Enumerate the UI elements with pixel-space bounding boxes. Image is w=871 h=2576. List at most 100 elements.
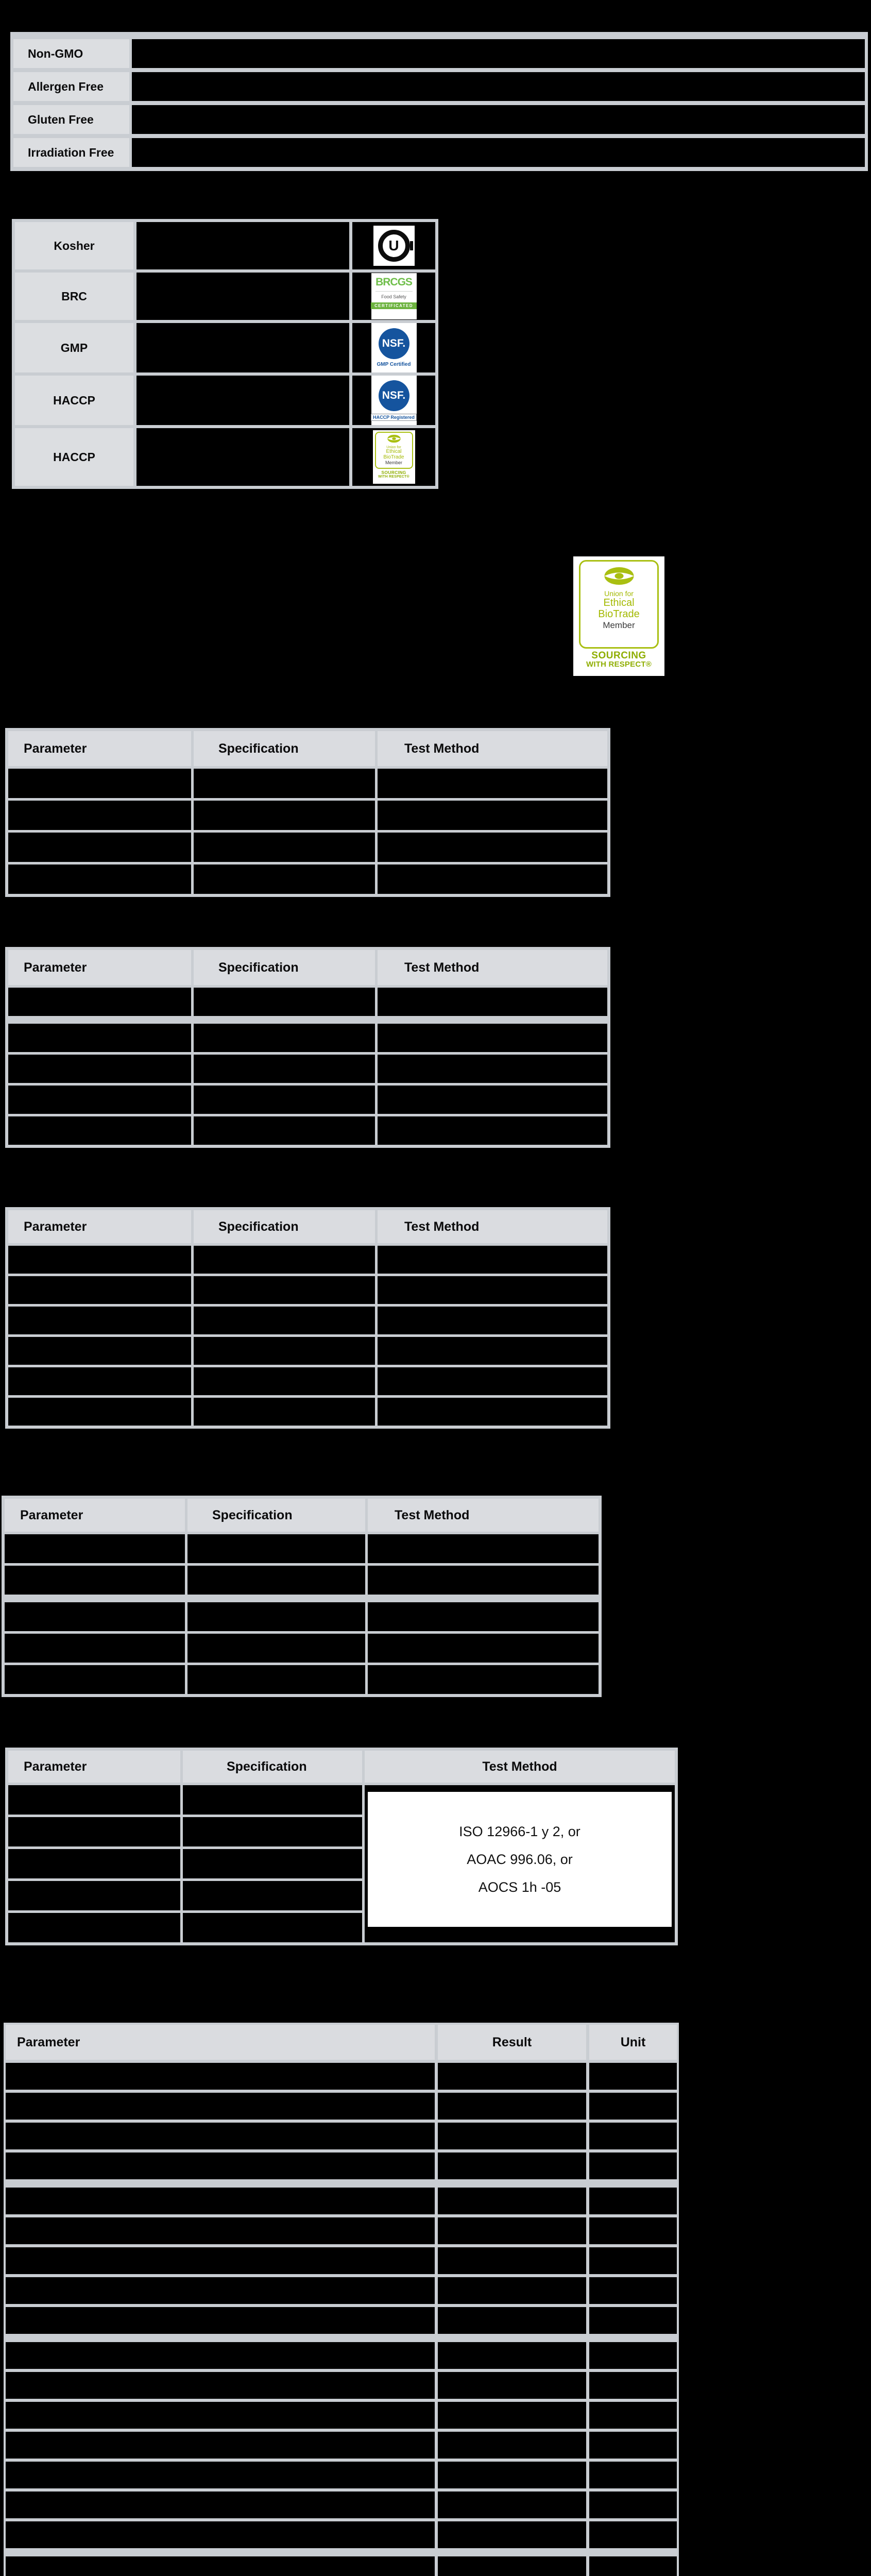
redacted-cell bbox=[8, 1881, 180, 1910]
column-header: Specification bbox=[183, 1751, 362, 1783]
redacted-row bbox=[8, 865, 607, 894]
redacted-row bbox=[6, 2462, 677, 2488]
row-label: GMP bbox=[15, 323, 133, 372]
redacted-row bbox=[6, 2307, 677, 2334]
nsf-haccp-logo-icon: NSF. HACCP Registered bbox=[371, 376, 417, 425]
table-row: Non-GMO bbox=[13, 39, 865, 68]
redacted-row bbox=[6, 2217, 677, 2244]
test-method-item: AOAC 996.06, or bbox=[467, 1851, 573, 1867]
column-header: Test Method bbox=[365, 1751, 675, 1783]
uebt-sourcing-text: SOURCING bbox=[591, 650, 646, 661]
redacted-row bbox=[6, 2153, 677, 2179]
row-label: Allergen Free bbox=[13, 72, 129, 101]
results-table-1: Parameter Result Unit bbox=[4, 2023, 679, 2576]
redacted-row bbox=[8, 1055, 607, 1083]
redacted-row bbox=[8, 1024, 607, 1052]
row-label: BRC bbox=[15, 273, 133, 320]
table-row: HACCP NSF. HACCP Registered bbox=[15, 376, 435, 425]
row-label: Irradiation Free bbox=[13, 138, 129, 167]
row-label: Non-GMO bbox=[13, 39, 129, 68]
column-header: Test Method bbox=[378, 731, 607, 766]
test-method-list: ISO 12966-1 y 2, or AOAC 996.06, or AOCS… bbox=[368, 1792, 672, 1927]
redacted-cell bbox=[136, 376, 349, 425]
table-header-row: Parameter Specification Test Method bbox=[5, 1499, 599, 1532]
redacted-row bbox=[8, 801, 607, 830]
column-header: Unit bbox=[589, 2025, 677, 2060]
column-header: Parameter bbox=[8, 731, 191, 766]
redacted-row bbox=[6, 2402, 677, 2429]
ou-kosher-logo-icon: U bbox=[373, 226, 415, 266]
redacted-row bbox=[5, 1665, 599, 1694]
column-header: Test Method bbox=[378, 1210, 607, 1243]
redacted-row bbox=[8, 833, 607, 862]
spec-table-3: Parameter Specification Test Method bbox=[5, 1207, 610, 1429]
redacted-row bbox=[5, 1602, 599, 1631]
redacted-row bbox=[8, 1116, 607, 1145]
redacted-row bbox=[6, 2372, 677, 2399]
test-method-merged-cell: ISO 12966-1 y 2, or AOAC 996.06, or AOCS… bbox=[365, 1785, 675, 1942]
redacted-row bbox=[6, 2342, 677, 2369]
redacted-cell bbox=[183, 1817, 362, 1846]
logo-cell: Union for Ethical BioTrade Member SOURCI… bbox=[352, 428, 435, 486]
column-header: Specification bbox=[194, 950, 375, 985]
redacted-row bbox=[8, 1246, 607, 1274]
redacted-cell bbox=[132, 72, 865, 101]
row-label: Gluten Free bbox=[13, 105, 129, 134]
logo-cell: U bbox=[352, 222, 435, 269]
table-row: Gluten Free bbox=[13, 105, 865, 134]
logo-cell: BRCGS Food Safety CERTIFICATED bbox=[352, 273, 435, 320]
column-header: Test Method bbox=[378, 950, 607, 985]
redacted-cell bbox=[8, 1785, 180, 1815]
logo-cell: NSF. HACCP Registered bbox=[352, 376, 435, 425]
redacted-row bbox=[6, 2123, 677, 2149]
uebt-line: Ethical bbox=[603, 597, 635, 608]
uebt-line: BioTrade bbox=[598, 608, 640, 620]
redacted-row bbox=[6, 2247, 677, 2274]
redacted-cell bbox=[132, 39, 865, 68]
logo-cell: NSF. GMP Certified bbox=[352, 323, 435, 372]
table-header-row: Parameter Specification Test Method bbox=[8, 731, 607, 766]
redacted-row bbox=[8, 988, 607, 1016]
redacted-cell bbox=[8, 1913, 180, 1942]
redacted-row bbox=[5, 1566, 599, 1595]
certification-logos-table: Kosher U BRC BRCGS Food Safety CERTIFICA… bbox=[12, 219, 438, 489]
redacted-row bbox=[5, 1534, 599, 1563]
nsf-gmp-logo-icon: NSF. GMP Certified bbox=[371, 323, 417, 372]
uebt-line: Union for bbox=[604, 589, 634, 598]
redacted-row bbox=[8, 1307, 607, 1334]
redacted-row bbox=[5, 1634, 599, 1663]
redacted-row bbox=[6, 2556, 677, 2576]
table-row: Irradiation Free bbox=[13, 138, 865, 167]
row-label: HACCP bbox=[15, 376, 133, 425]
uebt-member-badge-icon: Union for Ethical BioTrade Member SOURCI… bbox=[573, 556, 664, 676]
redacted-cell bbox=[136, 428, 349, 486]
spec-table-4: Parameter Specification Test Method bbox=[2, 1496, 602, 1697]
column-header: Specification bbox=[194, 1210, 375, 1243]
redacted-cell bbox=[136, 323, 349, 372]
redacted-row bbox=[6, 2093, 677, 2120]
redacted-row bbox=[6, 2521, 677, 2548]
table-header-row: Parameter Specification Test Method bbox=[8, 950, 607, 985]
uebt-member-logo-icon: Union for Ethical BioTrade Member SOURCI… bbox=[372, 430, 415, 484]
table-row: Kosher U bbox=[15, 222, 435, 269]
redacted-cell bbox=[183, 1881, 362, 1910]
spec-table-1: Parameter Specification Test Method bbox=[5, 728, 610, 897]
redacted-row bbox=[6, 2277, 677, 2304]
uebt-line: Member bbox=[603, 620, 635, 631]
uebt-ellipse-glyph-icon bbox=[387, 434, 401, 443]
column-header: Result bbox=[438, 2025, 586, 2060]
redacted-cell bbox=[183, 1913, 362, 1942]
fatty-acid-table: Parameter Specification Test Method ISO … bbox=[5, 1748, 678, 1945]
table-row: GMP NSF. GMP Certified bbox=[15, 323, 435, 372]
uebt-ellipse-glyph-icon bbox=[604, 567, 634, 585]
ou-mark bbox=[409, 241, 413, 250]
column-header: Parameter bbox=[8, 1751, 180, 1783]
redacted-row bbox=[6, 2432, 677, 2459]
table-header-row: Parameter Specification Test Method bbox=[8, 1751, 675, 1783]
uebt-respect-text: WITH RESPECT® bbox=[586, 660, 652, 669]
redacted-cell bbox=[183, 1785, 362, 1815]
table-row: BRC BRCGS Food Safety CERTIFICATED bbox=[15, 273, 435, 320]
redacted-row bbox=[8, 1367, 607, 1395]
ou-circle-u: U bbox=[378, 230, 410, 262]
